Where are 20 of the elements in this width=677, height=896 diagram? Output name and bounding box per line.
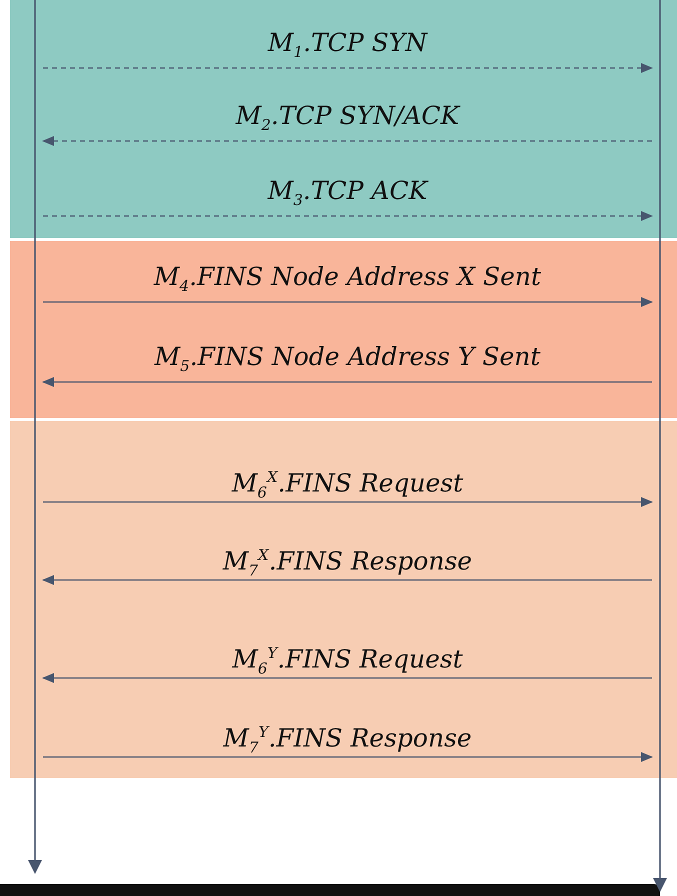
message-arrow bbox=[42, 136, 652, 146]
message-arrow bbox=[42, 673, 652, 683]
message-arrow bbox=[43, 497, 653, 507]
message-arrow bbox=[43, 752, 653, 762]
edge-label: M$_{3}$.TCP ACK bbox=[268, 176, 428, 211]
edge-label: M$_{1}$.TCP SYN bbox=[268, 28, 428, 63]
edge-label: M$_{6}$$^{X}$.FINS Request bbox=[232, 467, 464, 504]
message-arrow bbox=[43, 297, 653, 307]
edge-label: M$_{6}$$^{Y}$.FINS Request bbox=[232, 643, 463, 680]
edge-label: M$_{4}$.FINS Node Address X Sent bbox=[154, 262, 542, 297]
message-arrow bbox=[42, 377, 652, 387]
edge-label: M$_{7}$$^{Y}$.FINS Response bbox=[223, 722, 472, 758]
lifeline bbox=[652, 0, 668, 892]
edge-label: M$_{5}$.FINS Node Address Y Sent bbox=[154, 342, 540, 377]
lifeline bbox=[27, 0, 43, 874]
message-arrow bbox=[43, 211, 653, 221]
edge-label: M$_{2}$.TCP SYN/ACK bbox=[236, 101, 460, 136]
edge-label: M$_{7}$$^{X}$.FINS Response bbox=[222, 545, 472, 582]
message-arrow bbox=[42, 575, 652, 585]
message-arrow bbox=[43, 63, 653, 73]
